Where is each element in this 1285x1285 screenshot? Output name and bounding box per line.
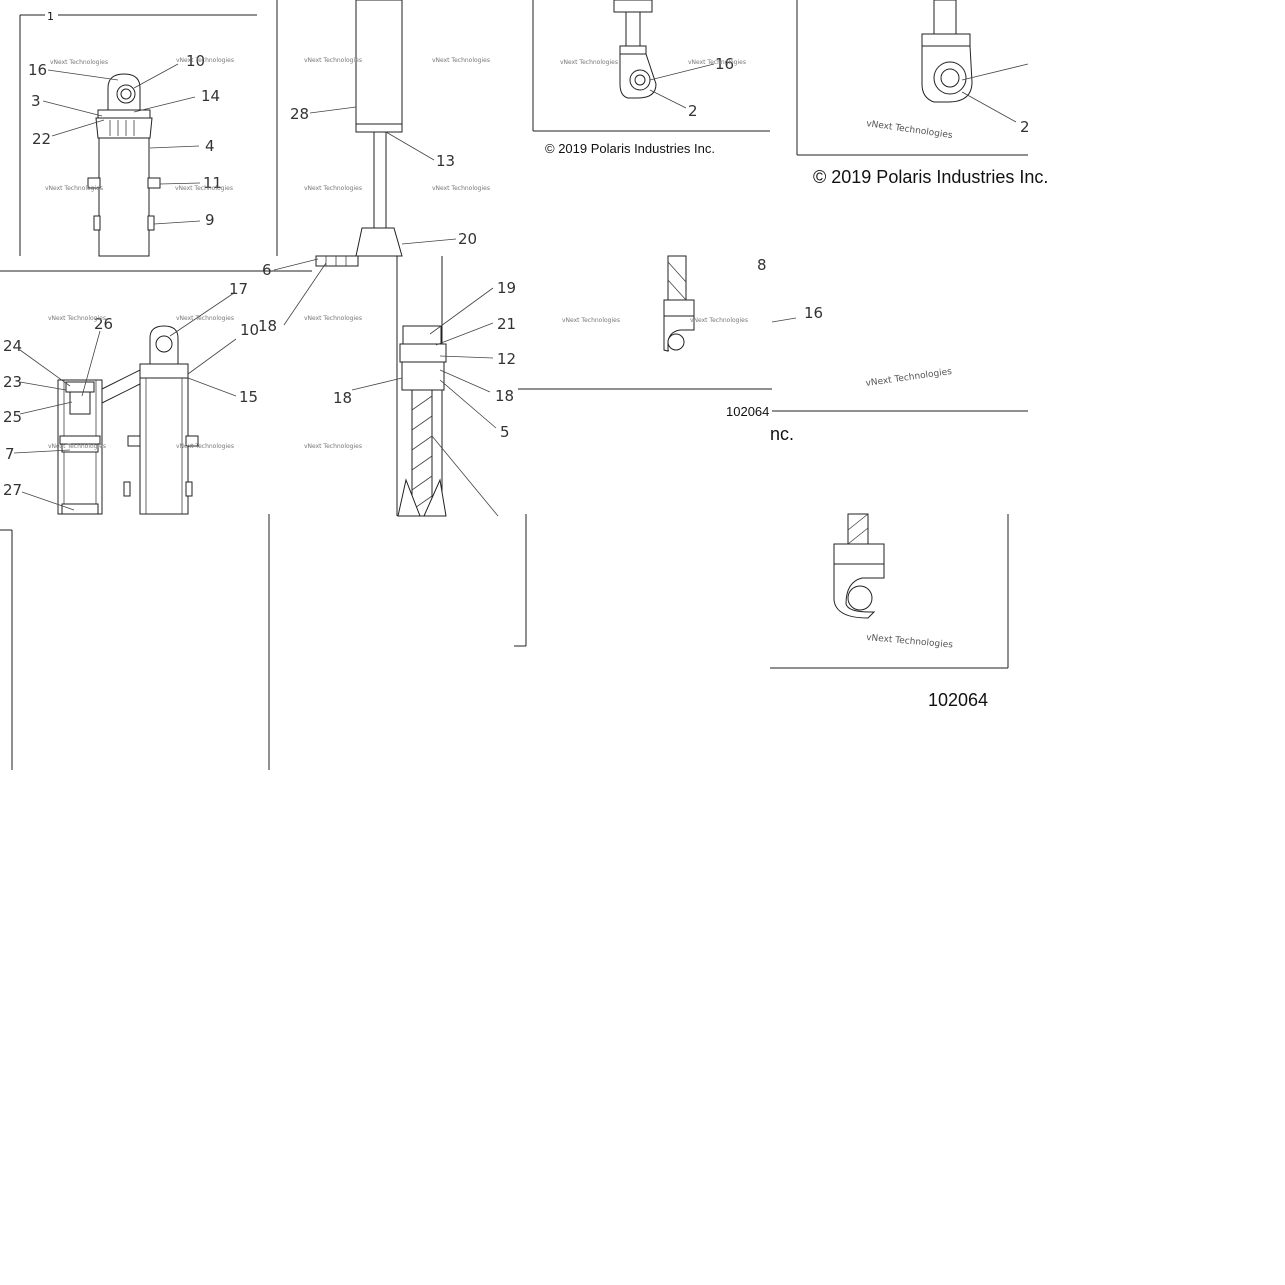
callout-16: 16 <box>28 61 47 79</box>
watermark: vNext Technologies <box>48 315 106 322</box>
callout-18c: 18 <box>495 387 514 405</box>
fragment-shock-top: 1 16 10 3 14 22 4 11 9 vNext T <box>0 0 312 272</box>
callout-15: 15 <box>239 388 258 406</box>
callout-26: 26 <box>94 315 113 333</box>
fragment-lower-eye-large: 2 © 2019 Polaris Industries Inc. vNext T… <box>796 0 1048 187</box>
callout-27: 27 <box>3 481 22 499</box>
callout-20: 20 <box>458 230 477 248</box>
callout-18: 18 <box>258 317 277 335</box>
figure-number-bottom: 102064 <box>928 690 988 710</box>
fragment-shaft-end: 8 16 102064 nc. vNext Technologies vNext… <box>518 255 1028 444</box>
watermark: vNext Technologies <box>560 59 618 66</box>
callout-19: 19 <box>497 279 516 297</box>
callout-10b: 10 <box>240 321 259 339</box>
copyright-notice: © 2019 Polaris Industries Inc. <box>545 141 715 156</box>
watermark: vNext Technologies <box>562 317 620 324</box>
watermark: vNext Technologies <box>690 317 748 324</box>
callout-8: 8 <box>757 256 767 274</box>
watermark: vNext Technologies <box>304 57 362 64</box>
fragment-index: 1 <box>47 10 54 23</box>
callout-21: 21 <box>497 315 516 333</box>
callout-13: 13 <box>436 152 455 170</box>
callout-4: 4 <box>205 137 215 155</box>
watermark: vNext Technologies <box>176 443 234 450</box>
callout-11: 11 <box>203 174 222 192</box>
callout-5: 5 <box>500 423 510 441</box>
callout-24: 24 <box>3 337 22 355</box>
callout-10: 10 <box>186 52 205 70</box>
watermark: vNext Technologies <box>432 57 490 64</box>
callout-6: 6 <box>262 261 272 279</box>
watermark: vNext Technologies <box>304 185 362 192</box>
copyright-notice-large: © 2019 Polaris Industries Inc. <box>813 167 1048 187</box>
watermark: vNext Technologies <box>866 633 954 651</box>
watermark: vNext Technologies <box>688 59 746 66</box>
fragment-shock-body: 28 13 20 6 18 19 21 12 18 18 5 vNext Tec… <box>258 0 516 517</box>
watermark: vNext Technologies <box>432 185 490 192</box>
callout-16b: 16 <box>715 55 734 73</box>
watermark: vNext Technologies <box>50 59 108 66</box>
watermark: vNext Technologies <box>45 185 103 192</box>
callout-3: 3 <box>31 92 41 110</box>
fragment-bottom-eye: 102064 vNext Technologies <box>770 513 1009 710</box>
callout-22: 22 <box>32 130 51 148</box>
callout-23: 23 <box>3 373 22 391</box>
callout-14: 14 <box>201 87 220 105</box>
watermark: vNext Technologies <box>866 119 954 141</box>
callout-17: 17 <box>229 280 248 298</box>
callout-16c: 16 <box>804 304 823 322</box>
watermark: vNext Technologies <box>865 367 953 389</box>
watermark: vNext Technologies <box>304 443 362 450</box>
watermark: vNext Technologies <box>175 185 233 192</box>
callout-2b: 2 <box>1020 118 1030 136</box>
watermark: vNext Technologies <box>176 315 234 322</box>
watermark: vNext Technologies <box>176 57 234 64</box>
watermark: vNext Technologies <box>304 315 362 322</box>
callout-7: 7 <box>5 445 15 463</box>
fragment-reservoir-assembly: 17 26 24 10 23 15 25 7 27 vNext Technolo… <box>3 280 259 515</box>
callout-28: 28 <box>290 105 309 123</box>
callout-12: 12 <box>497 350 516 368</box>
fragment-frame-lines <box>0 514 527 770</box>
callout-25: 25 <box>3 408 22 426</box>
fragment-lower-eye-small: 16 2 © 2019 Polaris Industries Inc. vNex… <box>532 0 770 156</box>
figure-number: 102064 <box>726 404 769 419</box>
callout-18b: 18 <box>333 389 352 407</box>
callout-2: 2 <box>688 102 698 120</box>
watermark: vNext Technologies <box>48 443 106 450</box>
copyright-tail: nc. <box>770 424 794 444</box>
callout-9: 9 <box>205 211 215 229</box>
